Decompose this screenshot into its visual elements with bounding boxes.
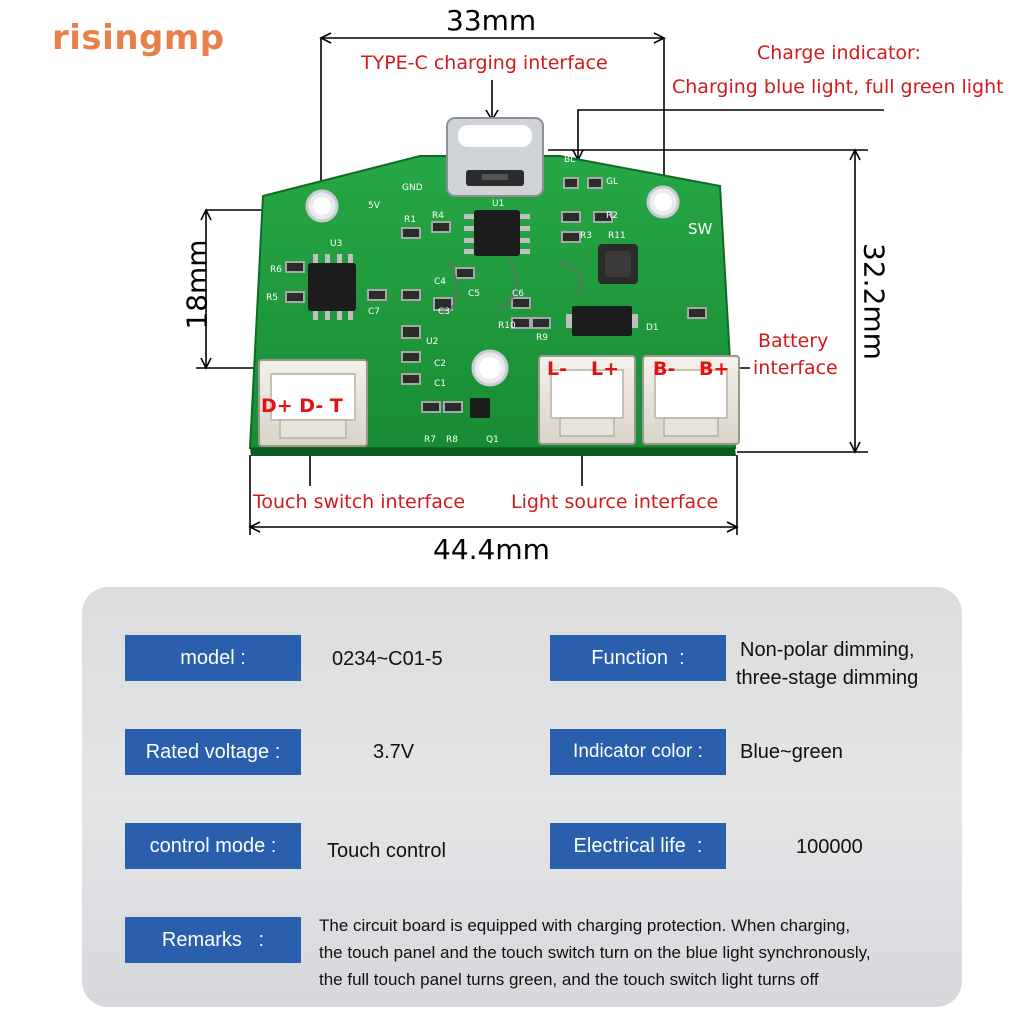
silk-c5: C5 xyxy=(468,289,480,299)
dim-top-width: 33mm xyxy=(446,4,537,37)
silk-c7: C7 xyxy=(368,307,380,317)
pin-b-plus: B+ xyxy=(699,358,730,380)
model-label: model : xyxy=(125,635,301,681)
silk-gl: GL xyxy=(606,177,618,187)
typec-label: TYPE-C charging interface xyxy=(361,52,608,74)
remarks-line-3: the full touch panel turns green, and th… xyxy=(319,970,819,989)
control-label: control mode : xyxy=(125,823,301,869)
remarks-label: Remarks : xyxy=(125,917,301,963)
silk-c2: C2 xyxy=(434,359,446,369)
indicator-label: Indicator color : xyxy=(550,729,726,775)
watermark-logo: risingmp xyxy=(52,18,225,58)
touch-switch-label: Touch switch interface xyxy=(253,491,466,513)
touch-pins-label: D+ D- T xyxy=(261,395,343,417)
voltage-label: Rated voltage : xyxy=(125,729,301,775)
charge-indicator-desc: Charging blue light, full green light xyxy=(672,76,1004,98)
indicator-value: Blue~green xyxy=(740,741,843,763)
silk-q1: Q1 xyxy=(486,435,499,445)
silk-r7: R7 xyxy=(424,435,436,445)
silk-r3: R3 xyxy=(580,231,592,241)
charge-indicator-title: Charge indicator: xyxy=(757,42,921,64)
silk-r5: R5 xyxy=(266,293,278,303)
voltage-value: 3.7V xyxy=(373,741,415,763)
dim-right-height: 32.2mm xyxy=(857,243,891,360)
silk-r1: R1 xyxy=(404,215,416,225)
silk-d1: D1 xyxy=(646,323,659,333)
silk-gnd: GND xyxy=(402,183,423,193)
model-value: 0234~C01-5 xyxy=(332,648,443,670)
life-label: Electrical life : xyxy=(550,823,726,869)
silk-r10: R10 xyxy=(498,321,516,331)
silk-u2: U2 xyxy=(426,337,438,347)
silk-c1: C1 xyxy=(434,379,446,389)
life-value: 100000 xyxy=(796,836,863,858)
silk-r8: R8 xyxy=(446,435,458,445)
function-value-line2: three-stage dimming xyxy=(736,667,919,689)
dim-bottom-width: 44.4mm xyxy=(433,533,550,566)
battery-label-line1: Battery xyxy=(758,330,829,352)
control-value: Touch control xyxy=(327,840,446,862)
function-value-line1: Non-polar dimming, xyxy=(740,639,915,661)
silk-r4: R4 xyxy=(432,211,444,221)
light-source-label: Light source interface xyxy=(511,491,719,513)
silk-r6: R6 xyxy=(270,265,282,275)
dim-left-height: 18mm xyxy=(180,239,214,330)
silk-sw: SW xyxy=(688,220,713,238)
silk-r2: R2 xyxy=(606,211,618,221)
silk-r11: R11 xyxy=(608,231,626,241)
function-label: Function : xyxy=(550,635,726,681)
silk-u3: U3 xyxy=(330,239,342,249)
battery-label-line2: interface xyxy=(753,357,838,379)
silk-5v: 5V xyxy=(368,201,381,211)
silk-bl: BL xyxy=(564,155,575,165)
remarks-text: The circuit board is equipped with charg… xyxy=(319,912,959,993)
silk-r9: R9 xyxy=(536,333,548,343)
remarks-line-2: the touch panel and the touch switch tur… xyxy=(319,943,871,962)
silk-c3: C3 xyxy=(438,307,450,317)
remarks-line-1: The circuit board is equipped with charg… xyxy=(319,916,851,935)
pin-l-minus: L- xyxy=(547,358,567,380)
pcb-diagram: GND 5V U3 U2 U1 R1 R2 R3 R4 R5 R6 R7 R8 … xyxy=(196,32,884,535)
silk-c4: C4 xyxy=(434,277,446,287)
silk-u1: U1 xyxy=(492,199,504,209)
pin-l-plus: L+ xyxy=(591,358,620,380)
pin-b-minus: B- xyxy=(653,358,676,380)
silk-c6: C6 xyxy=(512,289,524,299)
